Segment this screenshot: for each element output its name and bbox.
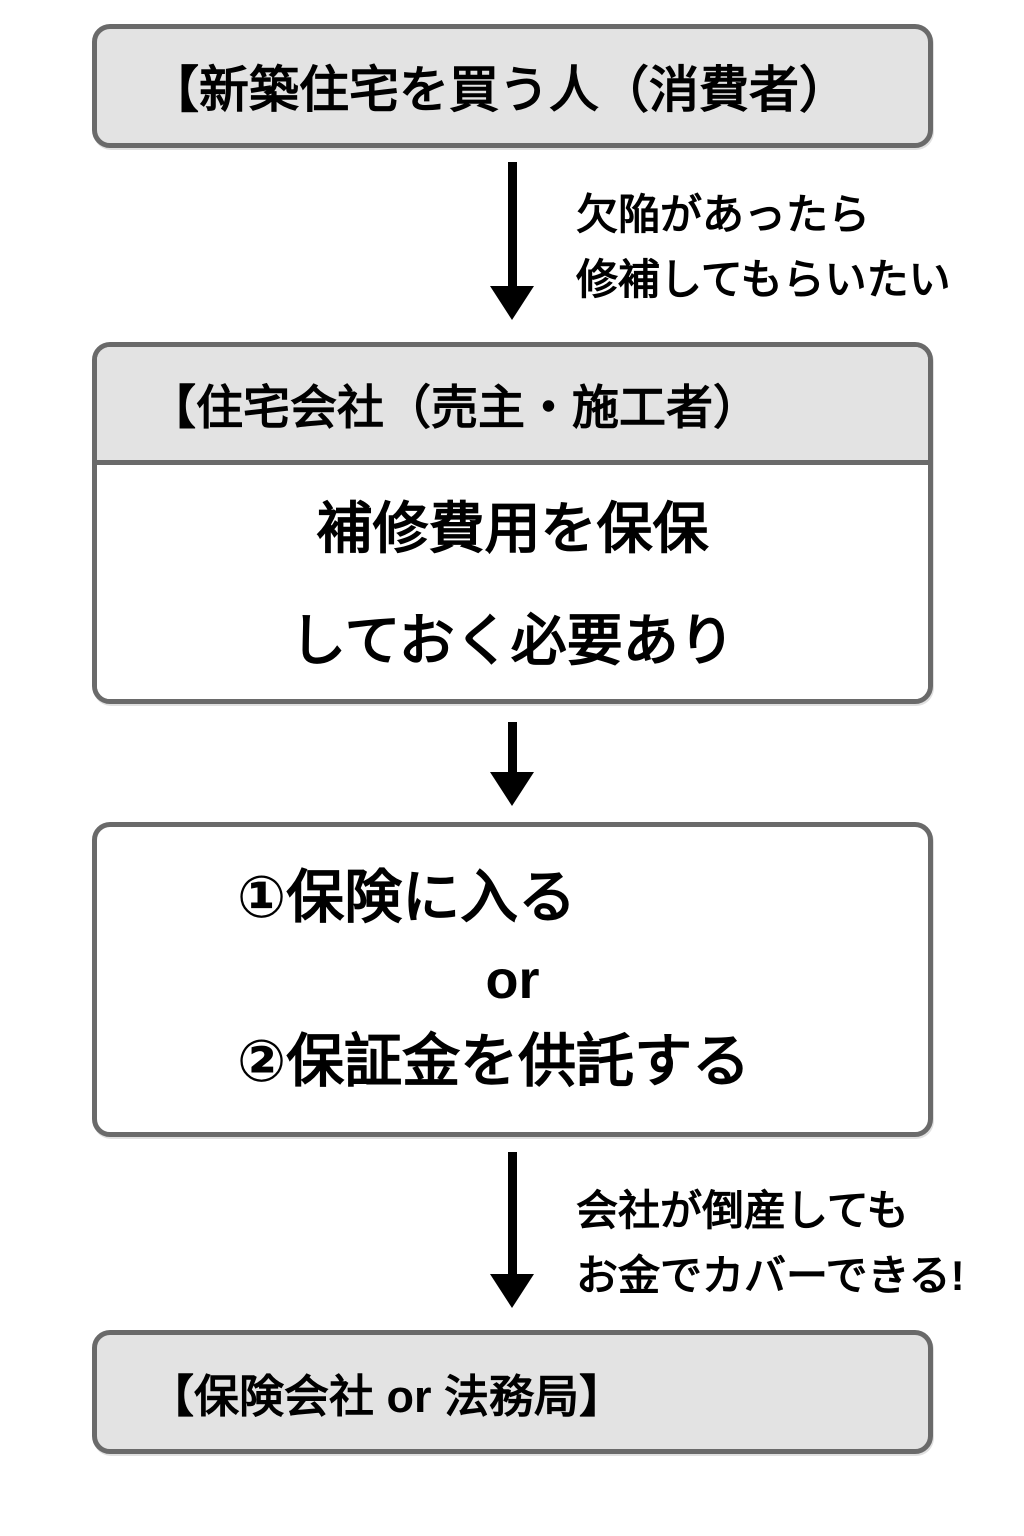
box-insurance-or-bureau-label: 【保険会社 or 法務局】 xyxy=(149,1370,625,1422)
box-options-content: ①保険に入る or ②保証金を供託する xyxy=(97,827,928,1132)
down-arrow-3-shaft xyxy=(507,1152,517,1274)
box-housing-company: 【住宅会社（売主・施工者） 補修費用を保保 しておく必要あり xyxy=(92,342,933,704)
box-housing-company-body: 補修費用を保保 しておく必要あり xyxy=(97,465,928,699)
down-arrow-2-shaft xyxy=(507,722,517,772)
down-arrow-1-shaft xyxy=(507,162,517,286)
down-arrow-2 xyxy=(490,722,534,806)
box-insurance-or-bureau: 【保険会社 or 法務局】 xyxy=(92,1330,933,1454)
box-housing-company-body-line2: しておく必要あり xyxy=(290,608,735,672)
box-options-option1: ①保険に入る xyxy=(237,864,577,930)
arrow-1-annotation-line2: 修補してもらいたい xyxy=(576,256,951,304)
box-options-or: or xyxy=(485,949,540,1010)
box-housing-company-body-line1: 補修費用を保保 xyxy=(316,496,709,560)
box-consumer: 【新築住宅を買う人（消費者） xyxy=(92,24,933,148)
down-arrow-1-head xyxy=(490,286,534,320)
box-options: ①保険に入る or ②保証金を供託する xyxy=(92,822,933,1137)
down-arrow-3-head xyxy=(490,1274,534,1308)
down-arrow-3 xyxy=(490,1152,534,1308)
arrow-1-annotation-line1: 欠陥があったら xyxy=(576,191,871,238)
down-arrow-2-head xyxy=(490,772,534,806)
down-arrow-1 xyxy=(490,162,534,320)
arrow-3-annotation: 会社が倒産しても お金でカバーできる! xyxy=(576,1178,965,1308)
box-consumer-label: 【新築住宅を買う人（消費者） xyxy=(149,62,849,118)
arrow-1-annotation: 欠陥があったら 修補してもらいたい xyxy=(576,182,951,312)
arrow-3-annotation-line1: 会社が倒産しても xyxy=(576,1187,909,1234)
arrow-3-annotation-line2: お金でカバーできる! xyxy=(576,1252,965,1300)
box-options-option2: ②保証金を供託する xyxy=(237,1028,751,1094)
box-housing-company-header: 【住宅会社（売主・施工者） xyxy=(97,347,928,465)
